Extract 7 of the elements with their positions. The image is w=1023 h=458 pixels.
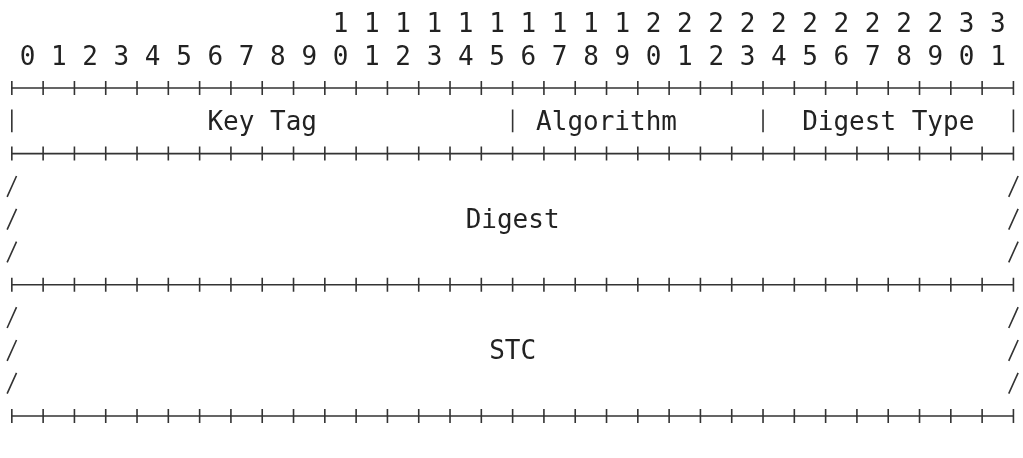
field-name: STC	[489, 337, 537, 364]
field-name: Key Tag	[207, 107, 317, 134]
field-name: Digest	[465, 206, 560, 233]
field-name: Algorithm	[536, 107, 677, 134]
bit-number-row: 0 1 2 3 4 5 6 7 8 9 0 1 2 3 4 5 6 7 8 9 0 1 2 3 4 5 6 7 8 9 0 1	[19, 42, 1006, 69]
field-name: Digest Type	[802, 107, 975, 134]
bit-number-row: 1 1 1 1 1 1 1 1 1 1 2 2 2 2 2 2 2 2 2 2 3 3	[332, 10, 1006, 36]
